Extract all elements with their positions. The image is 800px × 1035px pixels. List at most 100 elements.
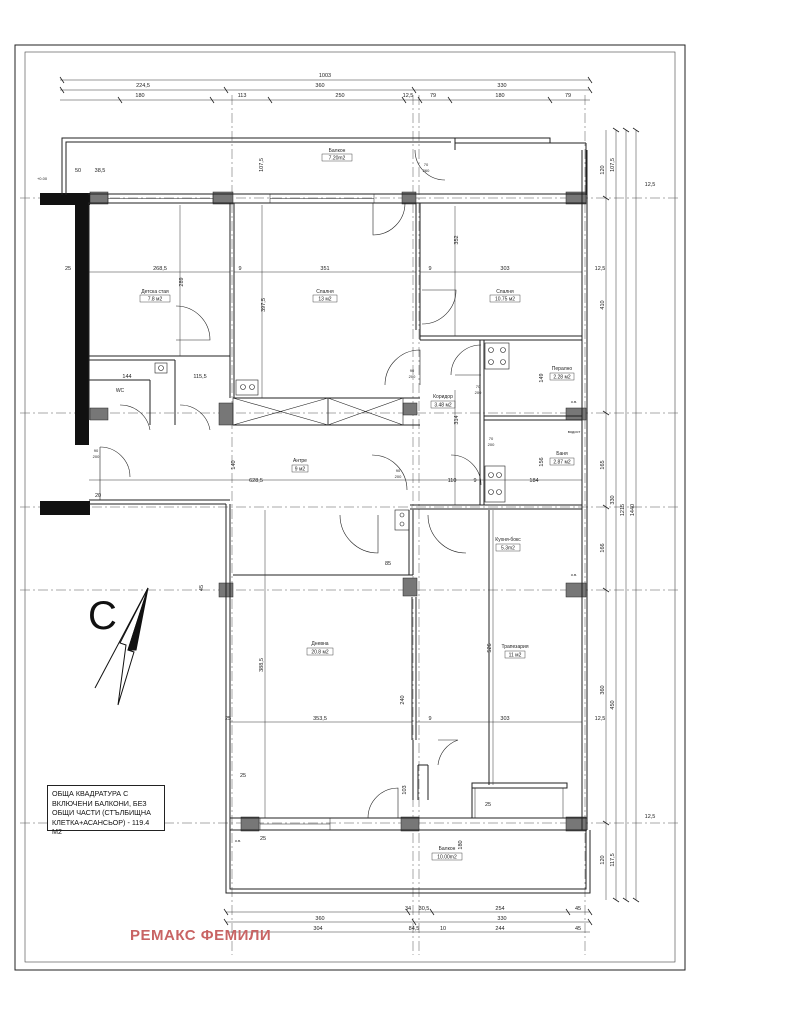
dim-bot-304: 304 xyxy=(313,926,322,932)
room-name-living: Дневна xyxy=(311,641,328,647)
room-name-bathroom: Баня xyxy=(556,451,568,457)
bottom-dimensions: 34 30,5 254 45 360 330 304 84,5 10 244 4… xyxy=(313,906,581,932)
dim-bot-254: 254 xyxy=(495,906,504,912)
dim-right-450: 450 xyxy=(610,700,616,709)
dim-top-180: 180 xyxy=(135,93,144,99)
dim-115: 115,5 xyxy=(193,374,206,380)
dim-right-360: 360 xyxy=(600,685,606,694)
dim-110: 110 xyxy=(448,478,457,484)
doors xyxy=(99,149,482,819)
dimension-lines xyxy=(60,79,637,933)
dim-top-224: 224,5 xyxy=(136,83,150,89)
door-label-6b: 200 xyxy=(93,454,100,459)
room-name-corridor: Коридор xyxy=(433,394,453,400)
dim-bot-84: 84,5 xyxy=(409,926,420,932)
dim-right-120b: 120 xyxy=(600,855,606,864)
room-name-laundry: Перално xyxy=(552,366,573,372)
dim-right-166: 166 xyxy=(600,543,606,552)
room-name-hall: Антре xyxy=(293,458,307,464)
total-area-note: ОБЩА КВАДРАТУРА С ВКЛЮЧЕНИ БАЛКОНИ, БЕЗ … xyxy=(47,785,165,836)
dim-bot-34: 34 xyxy=(405,906,411,912)
dim-top-12: 12,5 xyxy=(403,93,414,99)
right-dimensions: 120 107,5 12,5 410 165 330 1215 1440 166… xyxy=(600,158,655,867)
dim-12-right: 12,5 xyxy=(595,266,606,272)
dim-right-120a: 120 xyxy=(600,165,606,174)
top-dimensions: 1003 224,5 360 330 180 113 250 12,5 79 1… xyxy=(135,73,571,99)
dim-right-1440: 1440 xyxy=(630,504,636,516)
dim-bed-w: 351 xyxy=(320,266,329,272)
dim-overall-top: 1003 xyxy=(319,73,331,79)
dim-240: 240 xyxy=(400,695,406,704)
room-name-wc: WC xyxy=(116,388,125,394)
dim-bot-360: 360 xyxy=(315,916,324,922)
dim-bot-244: 244 xyxy=(495,926,504,932)
dim-kids-w: 268,5 xyxy=(153,266,167,272)
room-labels: Балкон 7.20m2 Детска стая 7.8 м2 Спалня … xyxy=(116,148,575,861)
room-area-bedroom-mid: 13 м2 xyxy=(318,297,331,303)
dim-top-180b: 180 xyxy=(495,93,504,99)
room-area-hall: 9 м2 xyxy=(295,467,306,473)
dim-top-79a: 79 xyxy=(430,93,436,99)
dim-107-top: 107,5 xyxy=(259,158,265,172)
door-label-5: 90 xyxy=(396,468,401,473)
room-area-corridor: 3.48 м2 xyxy=(434,403,452,409)
dim-hall-h: 140 xyxy=(231,460,237,469)
dim-25a: 25 xyxy=(225,716,231,722)
dim-right-330: 330 xyxy=(610,495,616,504)
door-label-4: 70 xyxy=(489,436,494,441)
dim-bed-h: 397,5 xyxy=(261,298,267,312)
room-name-dining: Трапезария xyxy=(501,644,528,650)
dim-9d: 9 xyxy=(428,716,431,722)
dim-149: 149 xyxy=(539,373,545,382)
markers: водост о.в. о.в. о.в. +0.00 xyxy=(37,176,581,843)
dim-bot-45a: 45 xyxy=(575,906,581,912)
dim-top-360: 360 xyxy=(315,83,324,89)
marker-ob-3: о.в. xyxy=(235,838,242,843)
door-label-5b: 200 xyxy=(395,474,402,479)
dim-103: 103 xyxy=(402,785,408,794)
marker-ob-2: о.в. xyxy=(571,572,578,577)
dim-right-107: 107,5 xyxy=(610,158,616,172)
dim-din-w: 303 xyxy=(500,716,509,722)
dim-right-410: 410 xyxy=(600,300,606,309)
room-name-balcony-top: Балкон xyxy=(329,148,346,154)
walls xyxy=(61,137,591,894)
dim-right-117: 117,5 xyxy=(610,853,616,866)
room-area-balcony-bottom: 10.00m2 xyxy=(437,855,457,861)
dim-352: 352 xyxy=(454,235,460,244)
room-area-living: 20.8 м2 xyxy=(311,650,329,656)
brand-watermark: РЕМАКС ФЕМИЛИ xyxy=(130,927,272,944)
room-area-dining: 11 м2 xyxy=(509,653,522,659)
room-name-balcony-bottom: Балкон xyxy=(439,846,456,852)
marker-elevation: +0.00 xyxy=(37,176,48,181)
bearing-walls xyxy=(40,193,90,515)
dim-85: 85 xyxy=(385,561,391,567)
dim-144: 144 xyxy=(122,374,131,380)
room-area-laundry: 2.28 м2 xyxy=(553,375,571,381)
dim-top-113: 113 xyxy=(238,93,247,99)
room-area-bathroom: 2.87 м2 xyxy=(553,460,571,466)
dim-bot-30: 30,5 xyxy=(419,906,430,912)
room-name-kids-room: Детска стая xyxy=(141,289,169,295)
door-label-4b: 200 xyxy=(488,442,495,447)
dim-top-250: 250 xyxy=(335,93,344,99)
door-label-3b: 200 xyxy=(475,390,482,395)
dim-top-79b: 79 xyxy=(565,93,571,99)
dim-kids-h: 289 xyxy=(179,277,185,286)
north-letter: С xyxy=(88,594,117,638)
dim-25d: 25 xyxy=(260,836,266,842)
room-name-bedroom-right: Спалня xyxy=(496,289,514,295)
dim-right-12b: 12,5 xyxy=(645,814,656,820)
dimension-ticks xyxy=(59,76,640,926)
room-area-balcony-top: 7.20m2 xyxy=(329,156,346,162)
dim-right-165: 165 xyxy=(600,460,606,469)
inner-dimensions: 268,5 289 351 397,5 303 25 628,5 140 314… xyxy=(65,158,605,849)
dim-50: 50 xyxy=(75,168,81,174)
dim-38: 38,5 xyxy=(95,168,106,174)
marker-ob-1: о.в. xyxy=(571,399,578,404)
dim-liv-w: 353,5 xyxy=(313,716,327,722)
room-area-bedroom-right: 10.75 м2 xyxy=(495,297,515,303)
dim-corr-h: 314 xyxy=(454,415,460,424)
door-label-2b: 200 xyxy=(409,374,416,379)
